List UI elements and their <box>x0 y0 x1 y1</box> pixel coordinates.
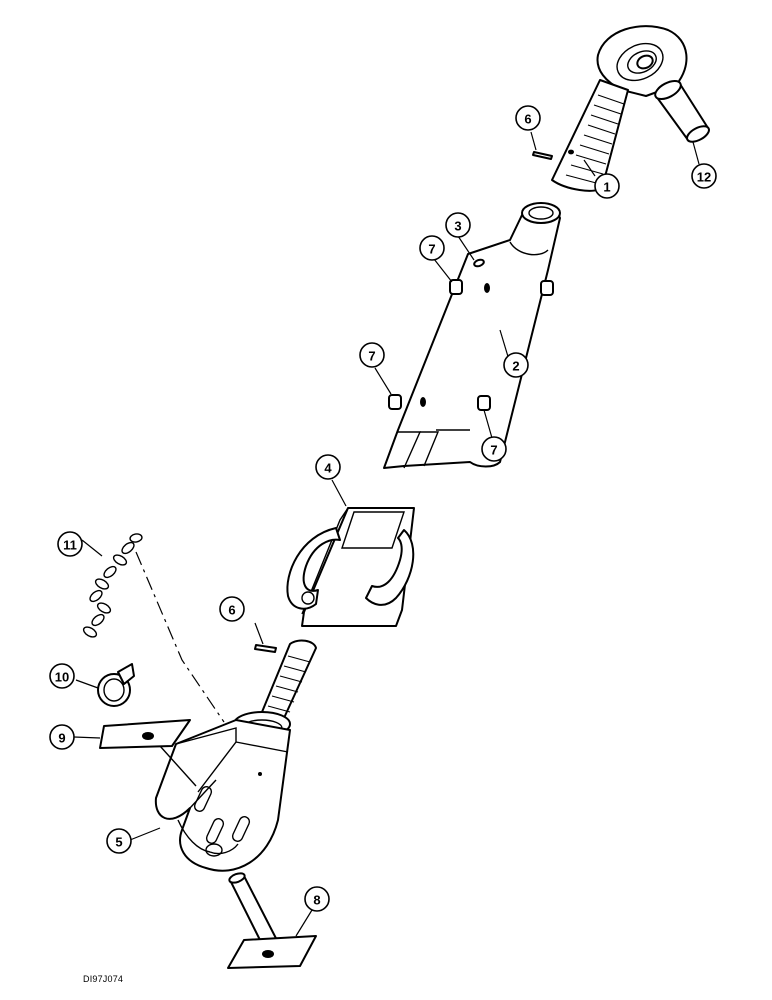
roll-pin-upper <box>532 151 553 160</box>
leader-lines <box>73 131 700 937</box>
adjuster-tube <box>383 202 561 469</box>
plug-upper-left <box>449 279 463 295</box>
svg-text:5: 5 <box>115 835 122 850</box>
retainer-plate-upper <box>99 719 197 787</box>
chain-attach-line <box>135 551 225 723</box>
callout-3: 3 <box>445 212 471 238</box>
svg-text:4: 4 <box>324 461 332 476</box>
svg-text:6: 6 <box>228 603 235 618</box>
svg-text:8: 8 <box>313 893 320 908</box>
handle-sleeve <box>286 507 415 627</box>
callout-4: 4 <box>315 454 341 480</box>
bushing <box>654 79 710 143</box>
callout-6-lower: 6 <box>219 596 245 622</box>
svg-text:1: 1 <box>603 180 610 195</box>
svg-text:7: 7 <box>428 242 435 257</box>
callout-7-middle: 7 <box>359 342 385 368</box>
svg-text:6: 6 <box>524 112 531 127</box>
chain <box>82 533 143 638</box>
callout-5: 5 <box>106 828 132 854</box>
linch-pin <box>97 663 135 707</box>
svg-text:7: 7 <box>490 443 497 458</box>
callout-11: 11 <box>57 531 83 557</box>
callout-2: 2 <box>503 352 529 378</box>
plug-lower-left <box>388 394 402 410</box>
svg-text:12: 12 <box>697 170 711 185</box>
callout-7-lower: 7 <box>481 436 507 462</box>
clevis-assembly <box>154 639 317 872</box>
svg-text:9: 9 <box>58 731 65 746</box>
drawing-code: DI97J074 <box>83 974 124 984</box>
plug-upper-right <box>540 280 554 296</box>
callout-9: 9 <box>49 724 75 750</box>
svg-text:7: 7 <box>368 349 375 364</box>
svg-text:10: 10 <box>55 670 69 685</box>
svg-text:2: 2 <box>512 359 519 374</box>
callout-1: 1 <box>594 173 620 199</box>
ball-joint-end <box>551 25 688 192</box>
callout-10: 10 <box>49 663 75 689</box>
callout-6-upper: 6 <box>515 105 541 131</box>
callout-12: 12 <box>691 163 717 189</box>
clevis-pin <box>227 872 317 969</box>
callout-8: 8 <box>304 886 330 912</box>
callout-7-upper: 7 <box>419 235 445 261</box>
plug-lower-right <box>477 395 491 411</box>
svg-text:3: 3 <box>454 219 461 234</box>
svg-text:11: 11 <box>63 538 77 553</box>
roll-pin-lower <box>254 644 277 653</box>
